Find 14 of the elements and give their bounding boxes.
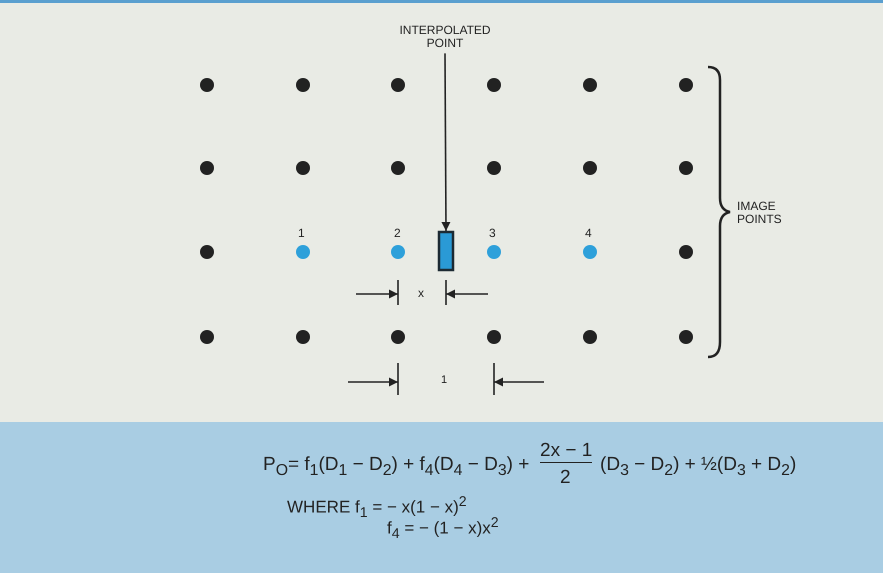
formula-numerator: 2x − 1 <box>540 441 592 463</box>
formula-denominator: 2 <box>560 468 571 489</box>
formula-text: (D$_{3}$ − D$_{2}$) + ½(D$_{3}$ + D$_{2}$) <box>600 455 796 480</box>
point-number: 3 <box>489 227 496 240</box>
interpolated-point-marker <box>438 230 454 272</box>
dimension-label: 1 <box>441 374 448 386</box>
part-label: IMAGE POINTS <box>737 200 783 226</box>
point-number: 1 <box>298 227 305 240</box>
point-number: 4 <box>585 227 592 240</box>
dimension-label: x <box>418 287 424 300</box>
arrow <box>441 53 450 231</box>
point-number: 2 <box>394 227 401 240</box>
callout-text: INTERPOLATED POINT <box>390 24 500 50</box>
formula-text: P$_{O}$= f$_{1}$(D$_{1}$ − D$_{2}$) + f$_{4}$(D$_{4}$ − D$_{3}$) + <box>263 455 530 480</box>
